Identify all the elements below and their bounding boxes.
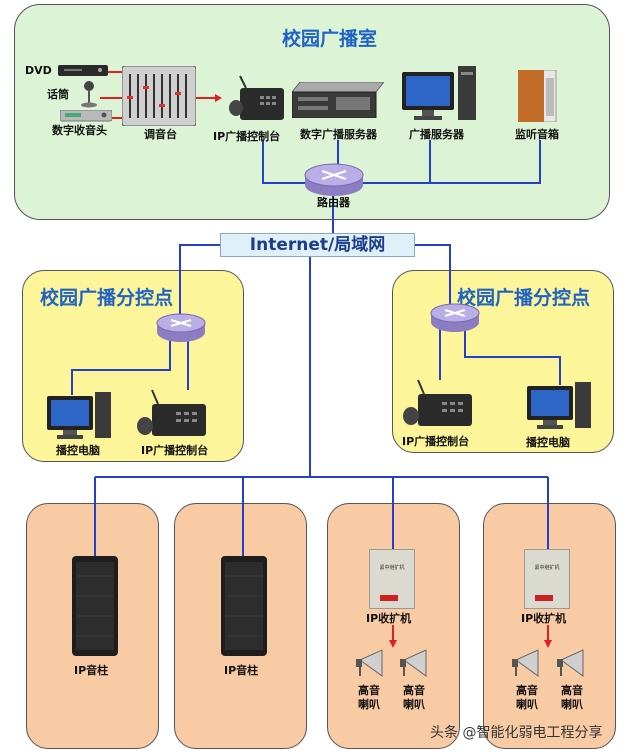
sub-left-pc-icon [47, 392, 111, 439]
sub-right-pc-icon [527, 382, 591, 429]
horn-speaker-1a-icon [356, 649, 383, 677]
ip-amplifier-1-label: IP收扩机 [366, 612, 412, 625]
tuner-label: 数字收音头 [52, 124, 107, 137]
mic-label: 话筒 [47, 88, 69, 101]
main-room-title: 校园广播室 [282, 28, 378, 50]
server-pc-icon [402, 66, 476, 120]
mixer-icon [122, 66, 196, 126]
server-label: 广播服务器 [409, 128, 464, 141]
microphone-icon [81, 81, 97, 108]
amp-2-face-text: 紧中继扩机 [534, 565, 560, 571]
dvd-label: DVD [25, 64, 52, 77]
horn-2b-label: 高音 喇叭 [561, 684, 583, 711]
horn-speaker-2b-icon [557, 649, 584, 677]
amp-1-face-text: 紧中继扩机 [379, 565, 405, 571]
horn-1a-label: 高音 喇叭 [358, 684, 380, 711]
ip-column-speaker-2-icon [221, 556, 267, 656]
sub-left-console-label: IP广播控制台 [141, 444, 209, 457]
watermark: 头条 @智能化弱电工程分享 [430, 725, 603, 741]
sub-left-title: 校园广播分控点 [40, 287, 174, 309]
ip-column-2-label: IP音柱 [224, 664, 259, 677]
ip-column-speaker-1-icon [72, 556, 118, 656]
horn-speaker-2a-icon [512, 649, 539, 677]
tuner-icon [60, 110, 112, 122]
sub-left-console-icon [137, 389, 206, 436]
monitor-speaker-icon [518, 70, 557, 122]
ip-console-icon [229, 75, 284, 120]
terminal-panel-4 [483, 503, 616, 749]
sub-right-console-label: IP广播控制台 [402, 435, 470, 448]
sub-right-router-icon [430, 303, 480, 332]
router-icon [304, 163, 364, 196]
ip-amplifier-2-label: IP收扩机 [521, 612, 567, 625]
horn-2a-label: 高音 喇叭 [516, 684, 538, 711]
dvd-player-icon [58, 65, 108, 76]
sub-left-pc-label: 播控电脑 [56, 444, 100, 457]
ip-console-label: IP广播控制台 [213, 130, 281, 143]
ip-column-1-label: IP音柱 [74, 664, 109, 677]
digital-server-icon [292, 82, 384, 118]
sub-left-router-icon [156, 313, 206, 342]
network-label: Internet/局域网 [220, 233, 415, 257]
ip-amplifier-1-icon: 紧中继扩机 [369, 549, 415, 609]
amp-2-logo [535, 595, 553, 601]
sub-right-title: 校园广播分控点 [457, 287, 591, 309]
mixer-label: 调音台 [144, 128, 177, 141]
sub-right-pc-label: 播控电脑 [526, 436, 570, 449]
amp-1-logo [380, 595, 398, 601]
horn-1b-label: 高音 喇叭 [403, 684, 425, 711]
router-label: 路由器 [317, 196, 350, 209]
ip-amplifier-2-icon: 紧中继扩机 [524, 549, 570, 609]
monitor-speaker-label: 监听音箱 [515, 128, 559, 141]
horn-speaker-1b-icon [400, 649, 427, 677]
digital-server-label: 数字广播服务器 [300, 128, 377, 141]
sub-right-console-icon [403, 379, 472, 426]
